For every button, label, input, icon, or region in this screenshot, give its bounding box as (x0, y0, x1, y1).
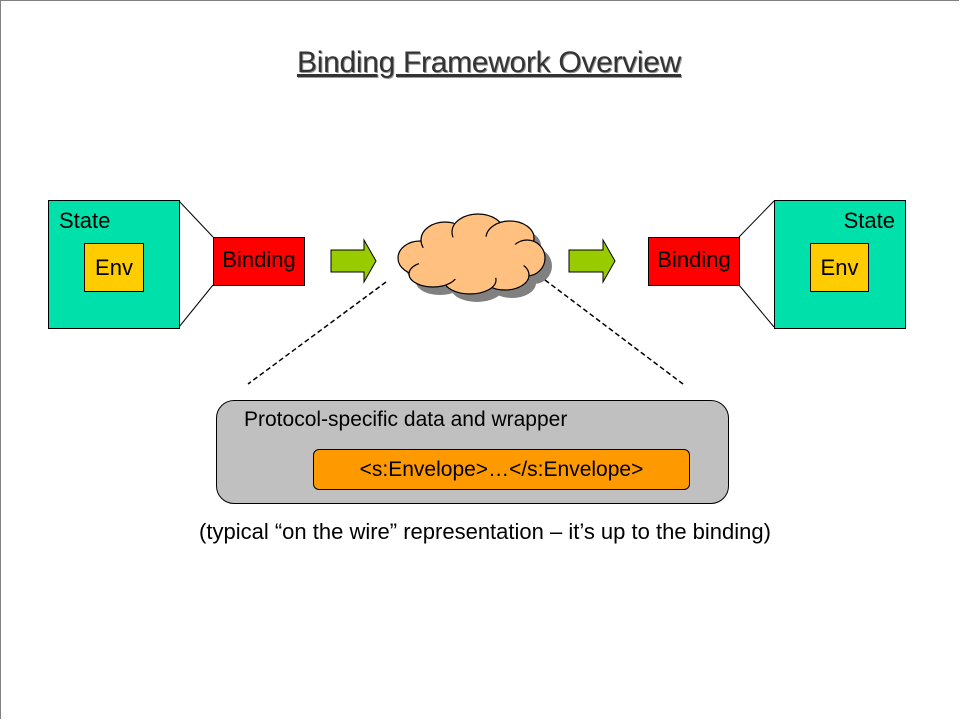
wire-format-title: Protocol-specific data and wrapper (244, 408, 568, 431)
left-state-box: State (48, 200, 180, 329)
envelope-box: <s:Envelope>…</s:Envelope> (313, 449, 690, 490)
right-connector-top (738, 200, 775, 238)
caption: (typical “on the wire” representation – … (199, 519, 771, 544)
right-binding-box: Binding (648, 237, 740, 286)
right-state-label: State (843, 208, 895, 233)
wire-format-box: Protocol-specific data and wrapper <s:En… (216, 400, 729, 504)
slide-title: Binding Framework Overview (297, 46, 681, 79)
left-arrow-icon (330, 238, 377, 284)
right-connector-bottom (738, 284, 775, 328)
right-arrow-icon (568, 238, 616, 284)
left-env-box: Env (84, 243, 144, 292)
right-env-box: Env (810, 243, 869, 292)
dashed-zoom-line-right (544, 279, 684, 385)
left-binding-box: Binding (213, 237, 305, 286)
dashed-zoom-line-left (247, 281, 387, 385)
cloud-fill (417, 236, 527, 280)
left-connector-top (178, 200, 214, 238)
left-connector-bottom (178, 284, 214, 328)
left-state-label: State (59, 208, 111, 233)
